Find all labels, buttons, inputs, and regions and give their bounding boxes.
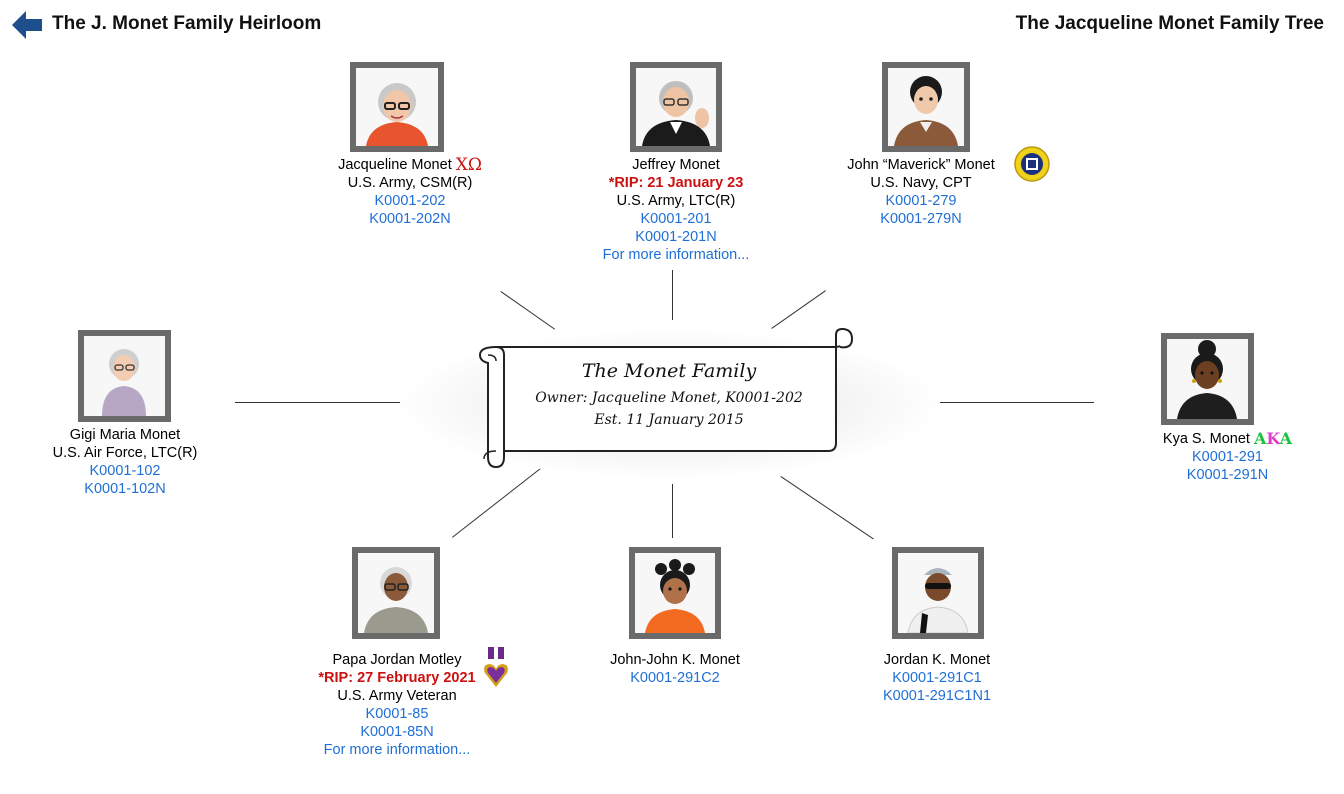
service-line: U.S. Army, CSM(R) (347, 175, 473, 192)
more-info-link[interactable]: For more information... (323, 742, 471, 758)
page-title-heirloom: The J. Monet Family Heirloom (52, 13, 322, 34)
person-papa-jordan-motley: Papa Jordan Motley *RIP: 27 February 202… (282, 651, 512, 759)
person-name: Gigi Maria Monet (69, 427, 181, 443)
person-gigi-maria-monet: Gigi Maria Monet U.S. Air Force, LTC(R) … (30, 426, 220, 498)
id-n-link[interactable]: K0001-279N (880, 211, 962, 227)
avatar-gigi-maria-monet[interactable] (78, 330, 171, 422)
family-scroll[interactable] (474, 325, 862, 473)
avatar-papa-jordan-motley[interactable] (352, 547, 440, 639)
person-jordan-k-monet: Jordan K. Monet K0001-291C1 K0001-291C1N… (852, 651, 1022, 705)
id-n-link[interactable]: K0001-202N (369, 211, 451, 228)
id-link[interactable]: K0001-102 (89, 463, 161, 479)
person-name: Jacqueline Monet (338, 157, 452, 173)
more-info-link[interactable]: For more information... (602, 247, 750, 263)
id-n-link[interactable]: K0001-102N (84, 481, 166, 497)
person-john-john-k-monet: John-John K. Monet K0001-291C2 (590, 651, 760, 687)
id-n-link[interactable]: K0001-85N (360, 724, 434, 740)
connector-line (452, 466, 543, 538)
page-title-family-tree: The Jacqueline Monet Family Tree (1015, 13, 1324, 34)
purple-heart-medal-icon (482, 647, 510, 689)
person-name: John-John K. Monet (610, 652, 740, 668)
person-name: Jeffrey Monet (632, 157, 720, 173)
connector-line (500, 291, 556, 330)
id-link[interactable]: K0001-291C1 (892, 670, 982, 686)
sorority-badge: ΧΩ (455, 155, 482, 176)
service-line: U.S. Army, LTC(R) (616, 193, 736, 209)
person-jeffrey-monet: Jeffrey Monet *RIP: 21 January 23 U.S. A… (556, 156, 796, 264)
id-link[interactable]: K0001-202 (374, 193, 446, 210)
aka-letter-a: A (1253, 429, 1267, 449)
person-name: John “Maverick” Monet (847, 157, 995, 173)
scroll-title: The Monet Family (581, 360, 757, 382)
id-link[interactable]: K0001-279 (885, 193, 957, 209)
avatar-jordan-k-monet[interactable] (892, 547, 984, 639)
id-n-link[interactable]: K0001-291C1N1 (882, 688, 992, 704)
service-line: U.S. Navy, CPT (870, 175, 972, 191)
service-line: U.S. Air Force, LTC(R) (52, 445, 198, 461)
scroll-owner: Owner: Jacqueline Monet, K0001-202 (535, 390, 803, 406)
connector-line (672, 484, 673, 538)
id-link[interactable]: K0001-291 (1192, 449, 1263, 466)
id-n-link[interactable]: K0001-291N (1186, 467, 1269, 484)
avatar-jacqueline-monet[interactable] (350, 62, 444, 152)
connector-line (940, 402, 1094, 403)
connector-line (672, 270, 673, 320)
rip-date: *RIP: 21 January 23 (608, 175, 744, 191)
connector-line (771, 290, 826, 329)
person-name: Papa Jordan Motley (332, 652, 462, 668)
back-arrow-icon[interactable] (12, 11, 42, 39)
id-link[interactable]: K0001-85 (365, 706, 429, 722)
rip-date: *RIP: 27 February 2021 (318, 670, 476, 686)
id-link[interactable]: K0001-291C2 (630, 670, 720, 686)
avatar-kya-s-monet[interactable] (1161, 333, 1254, 425)
avatar-john-maverick-monet[interactable] (882, 62, 970, 152)
person-name: Jordan K. Monet (883, 652, 991, 668)
person-john-maverick-monet: John “Maverick” Monet U.S. Navy, CPT K00… (826, 156, 1016, 228)
id-link[interactable]: K0001-201 (640, 211, 712, 227)
connector-line (780, 476, 874, 540)
aka-letter-a: A (1279, 429, 1293, 449)
person-name: Kya S. Monet (1162, 431, 1250, 447)
naval-academy-seal-icon (1013, 146, 1051, 182)
id-n-link[interactable]: K0001-201N (635, 229, 717, 245)
avatar-john-john-k-monet[interactable] (629, 547, 721, 639)
service-line: U.S. Army Veteran (337, 688, 457, 704)
avatar-jeffrey-monet[interactable] (630, 62, 722, 152)
aka-badge: AKA (1254, 430, 1292, 448)
connector-line (235, 402, 401, 403)
aka-letter-k: K (1266, 429, 1280, 449)
scroll-established: Est. 11 January 2015 (594, 412, 744, 428)
